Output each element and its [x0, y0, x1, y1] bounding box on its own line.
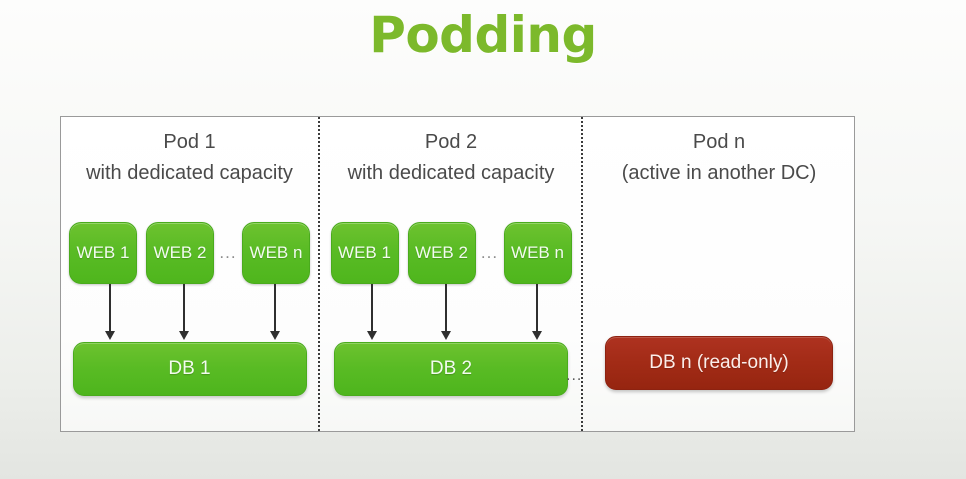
- pod-n-subtitle: (active in another DC): [621, 162, 817, 184]
- pod-1-subtitle: with dedicated capacity: [86, 162, 293, 184]
- pod-2-web-row: WEB 1 WEB 2 ... WEB n: [321, 222, 581, 284]
- pod-2-header: Pod 2 with dedicated capacity: [321, 118, 581, 189]
- arrow-pod1-web1-to-db: [105, 284, 115, 340]
- web-node-pod1-webn[interactable]: WEB n: [242, 222, 310, 284]
- pod-2-arrow-layer: [321, 284, 581, 344]
- pod-1-web-row: WEB 1 WEB 2 ... WEB n: [61, 222, 318, 284]
- pod-column-pod-1: Pod 1 with dedicated capacity WEB 1 WEB …: [61, 118, 318, 430]
- pod-n-header: Pod n (active in another DC): [584, 118, 854, 189]
- arrow-pod2-web1-to-db: [367, 284, 377, 340]
- web-node-pod2-webn[interactable]: WEB n: [503, 222, 572, 284]
- web-node-pod1-web2[interactable]: WEB 2: [146, 222, 214, 284]
- arrow-pod2-webn-to-db: [532, 284, 542, 340]
- db-node-db-1[interactable]: DB 1: [72, 342, 307, 396]
- pod-2-subtitle: with dedicated capacity: [347, 162, 555, 184]
- pod-1-header: Pod 1 with dedicated capacity: [61, 118, 318, 189]
- pod-2-db-row: DB 2: [321, 342, 581, 396]
- pod-1-db-row: DB 1: [61, 342, 318, 396]
- db-node-db-2[interactable]: DB 2: [334, 342, 568, 396]
- pod-divider-2: [581, 117, 583, 431]
- pod-column-pod-n: Pod n (active in another DC) DB n (read-…: [584, 118, 854, 430]
- pod-1-title: Pod 1: [163, 131, 216, 153]
- db-node-db-n[interactable]: DB n (read-only): [605, 336, 833, 390]
- web-ellipsis-pod1: ...: [219, 243, 237, 262]
- page-title: Podding: [369, 6, 597, 64]
- web-ellipsis-pod2: ...: [480, 243, 499, 262]
- web-node-pod2-web1[interactable]: WEB 1: [330, 222, 399, 284]
- pod-2-title: Pod 2: [424, 131, 478, 153]
- web-node-pod2-web2[interactable]: WEB 2: [407, 222, 476, 284]
- pod-divider-1: [318, 117, 320, 431]
- arrow-pod2-web2-to-db: [441, 284, 451, 340]
- arrow-pod1-web2-to-db: [179, 284, 189, 340]
- pod-n-title: Pod n: [692, 131, 746, 153]
- pod-n-db-row: DB n (read-only): [584, 336, 854, 390]
- db-link-ellipsis: ...: [566, 367, 583, 384]
- arrow-pod1-webn-to-db: [270, 284, 280, 340]
- pod-column-pod-2: Pod 2 with dedicated capacity WEB 1 WEB …: [321, 118, 581, 430]
- web-node-pod1-web1[interactable]: WEB 1: [69, 222, 137, 284]
- pod-1-arrow-layer: [61, 284, 318, 344]
